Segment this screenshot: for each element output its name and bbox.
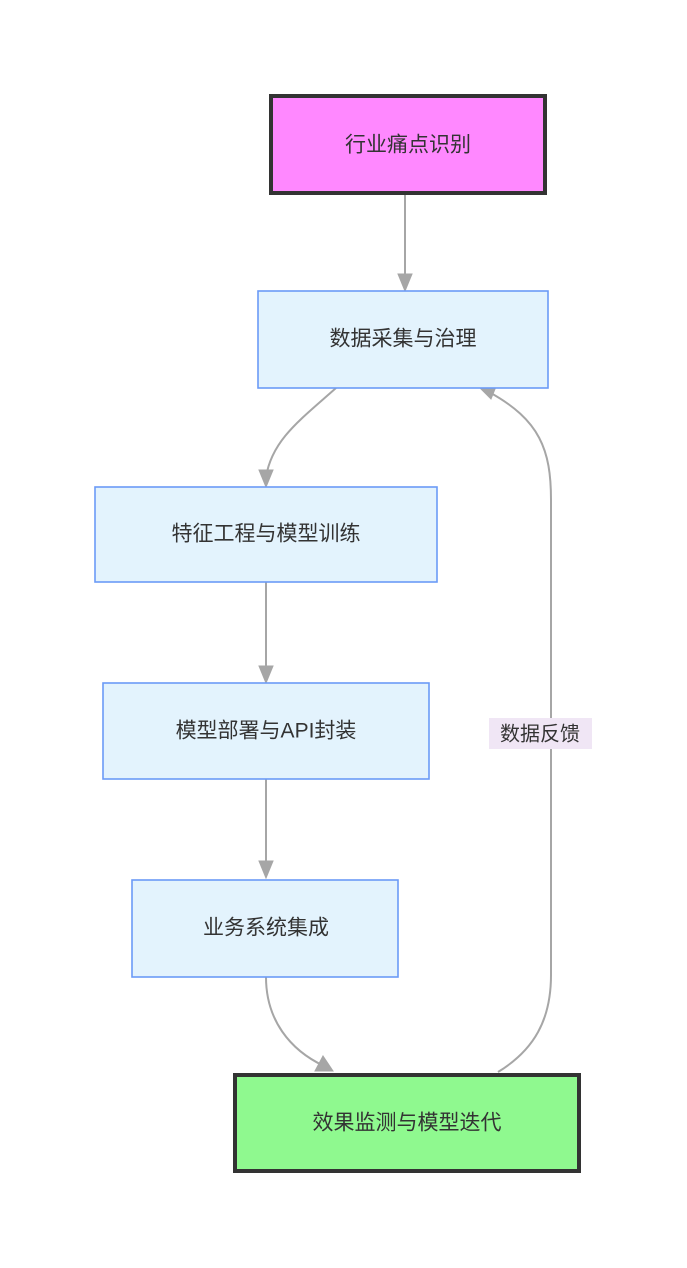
node-data-collection-governance[interactable]: 数据采集与治理 xyxy=(257,290,549,389)
arrowhead-icon xyxy=(258,469,274,489)
node-rect-n1[interactable] xyxy=(269,94,547,195)
node-label-n1: 行业痛点识别 xyxy=(345,134,471,157)
node-industry-pain-point[interactable]: 行业痛点识别 xyxy=(269,94,547,195)
arrowhead-icon xyxy=(258,860,274,880)
node-rect-n5[interactable] xyxy=(131,879,399,978)
edge-line xyxy=(265,976,325,1067)
node-model-deploy-api[interactable]: 模型部署与API封装 xyxy=(102,682,430,780)
node-label-n2: 数据采集与治理 xyxy=(330,328,477,351)
node-rect-n4[interactable] xyxy=(102,682,430,780)
node-rect-n2[interactable] xyxy=(257,290,549,389)
node-label-n5: 业务系统集成 xyxy=(203,917,329,940)
edge-n6-to-n2-feedback: 数据反馈 xyxy=(477,383,592,1073)
edge-n2-to-n3 xyxy=(258,387,337,489)
node-group: 行业痛点识别 数据采集与治理 特征工程与模型训练 模型部署与API封装 业务系统… xyxy=(94,94,581,1173)
node-label-n4: 模型部署与API封装 xyxy=(176,720,357,743)
arrowhead-icon xyxy=(258,665,274,685)
node-effect-monitoring-iteration[interactable]: 效果监测与模型迭代 xyxy=(233,1073,581,1173)
edge-label-feedback: 数据反馈 xyxy=(500,722,580,745)
edge-line xyxy=(265,387,337,478)
arrowhead-icon xyxy=(397,273,413,293)
node-rect-n3[interactable] xyxy=(94,486,438,583)
node-feature-engineering-training[interactable]: 特征工程与模型训练 xyxy=(94,486,438,583)
edge-n5-to-n6 xyxy=(265,976,334,1072)
arrowhead-icon xyxy=(314,1055,334,1072)
edge-n1-to-n2 xyxy=(397,194,413,293)
edge-n3-to-n4 xyxy=(258,582,274,685)
edge-label-background xyxy=(489,718,592,749)
node-label-n6: 效果监测与模型迭代 xyxy=(313,1112,502,1135)
edge-n4-to-n5 xyxy=(258,779,274,880)
node-rect-n6[interactable] xyxy=(233,1073,581,1173)
node-business-system-integration[interactable]: 业务系统集成 xyxy=(131,879,399,978)
node-label-n3: 特征工程与模型训练 xyxy=(172,523,361,546)
edge-group: 数据反馈 xyxy=(258,194,592,1073)
